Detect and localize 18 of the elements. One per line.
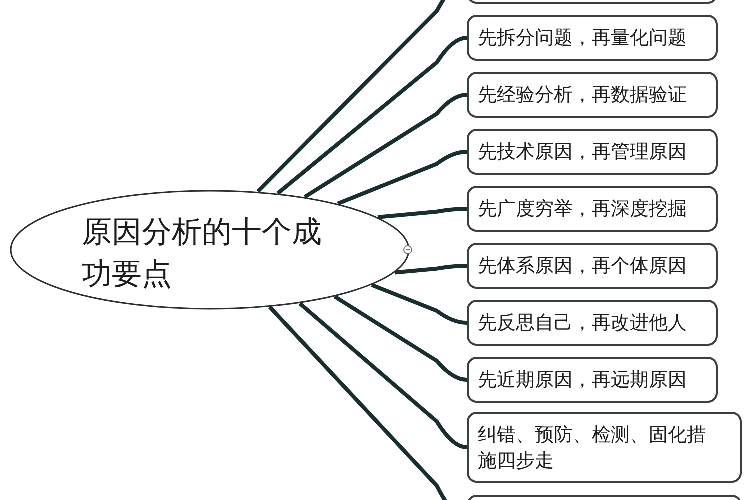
subtopic-box: 先反思自己，再改进他人 [467, 300, 718, 346]
branch-line [378, 207, 468, 220]
branch-line [276, 36, 468, 196]
subtopic-box: 先近期原因，再远期原因 [467, 357, 718, 403]
subtopic-box: 纠错、预防、检测、固化措施四步走 [467, 412, 742, 483]
subtopic-box: 先拆分问题，再量化问题 [467, 15, 718, 61]
subtopic-box: 先经验分析，再数据验证 [467, 72, 718, 118]
branch-line [298, 302, 468, 450]
subtopic-box: 先广度穷举，再深度挖掘 [467, 186, 718, 232]
branch-line [337, 150, 468, 206]
topic-text: 原因分析的十个成功要点 [82, 214, 323, 294]
branch-line [334, 295, 468, 382]
subtopic-box: 先技术原因，再管理原因 [467, 129, 718, 175]
subtopic-box: 先体系原因，再个体原因 [467, 243, 718, 289]
branch-line [394, 264, 468, 275]
branch-line [371, 283, 468, 325]
branch-line [304, 93, 468, 199]
topic-ellipse [10, 190, 410, 310]
